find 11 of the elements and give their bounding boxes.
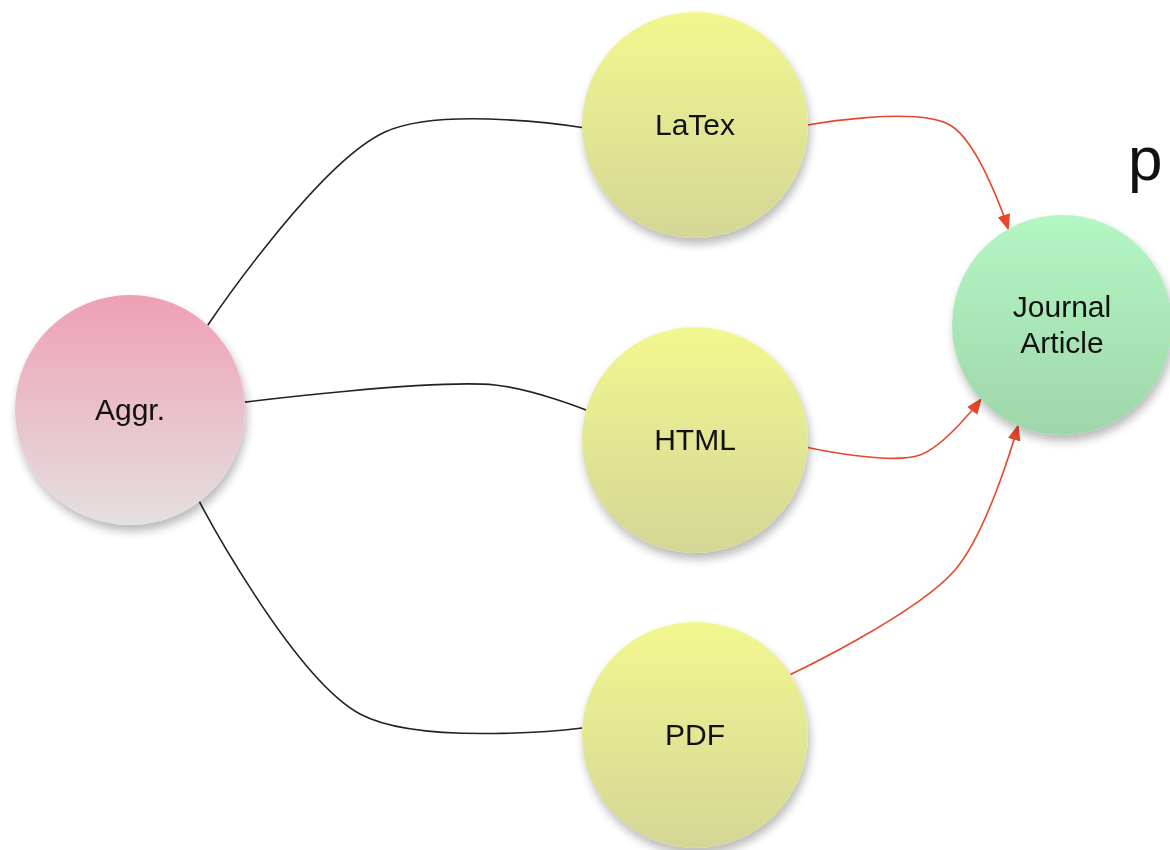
node-label: PDF	[664, 717, 726, 753]
arrow	[807, 115, 1010, 231]
node-label: LaTex	[653, 107, 737, 143]
node-label: HTML	[653, 422, 737, 458]
node-label: Journal Article	[1011, 289, 1113, 361]
node-label: Aggr.	[93, 392, 167, 428]
connector-line	[206, 118, 583, 327]
arrow	[789, 424, 1021, 676]
arrow	[806, 398, 982, 460]
connector-line	[198, 500, 583, 735]
connector-line	[243, 383, 587, 411]
